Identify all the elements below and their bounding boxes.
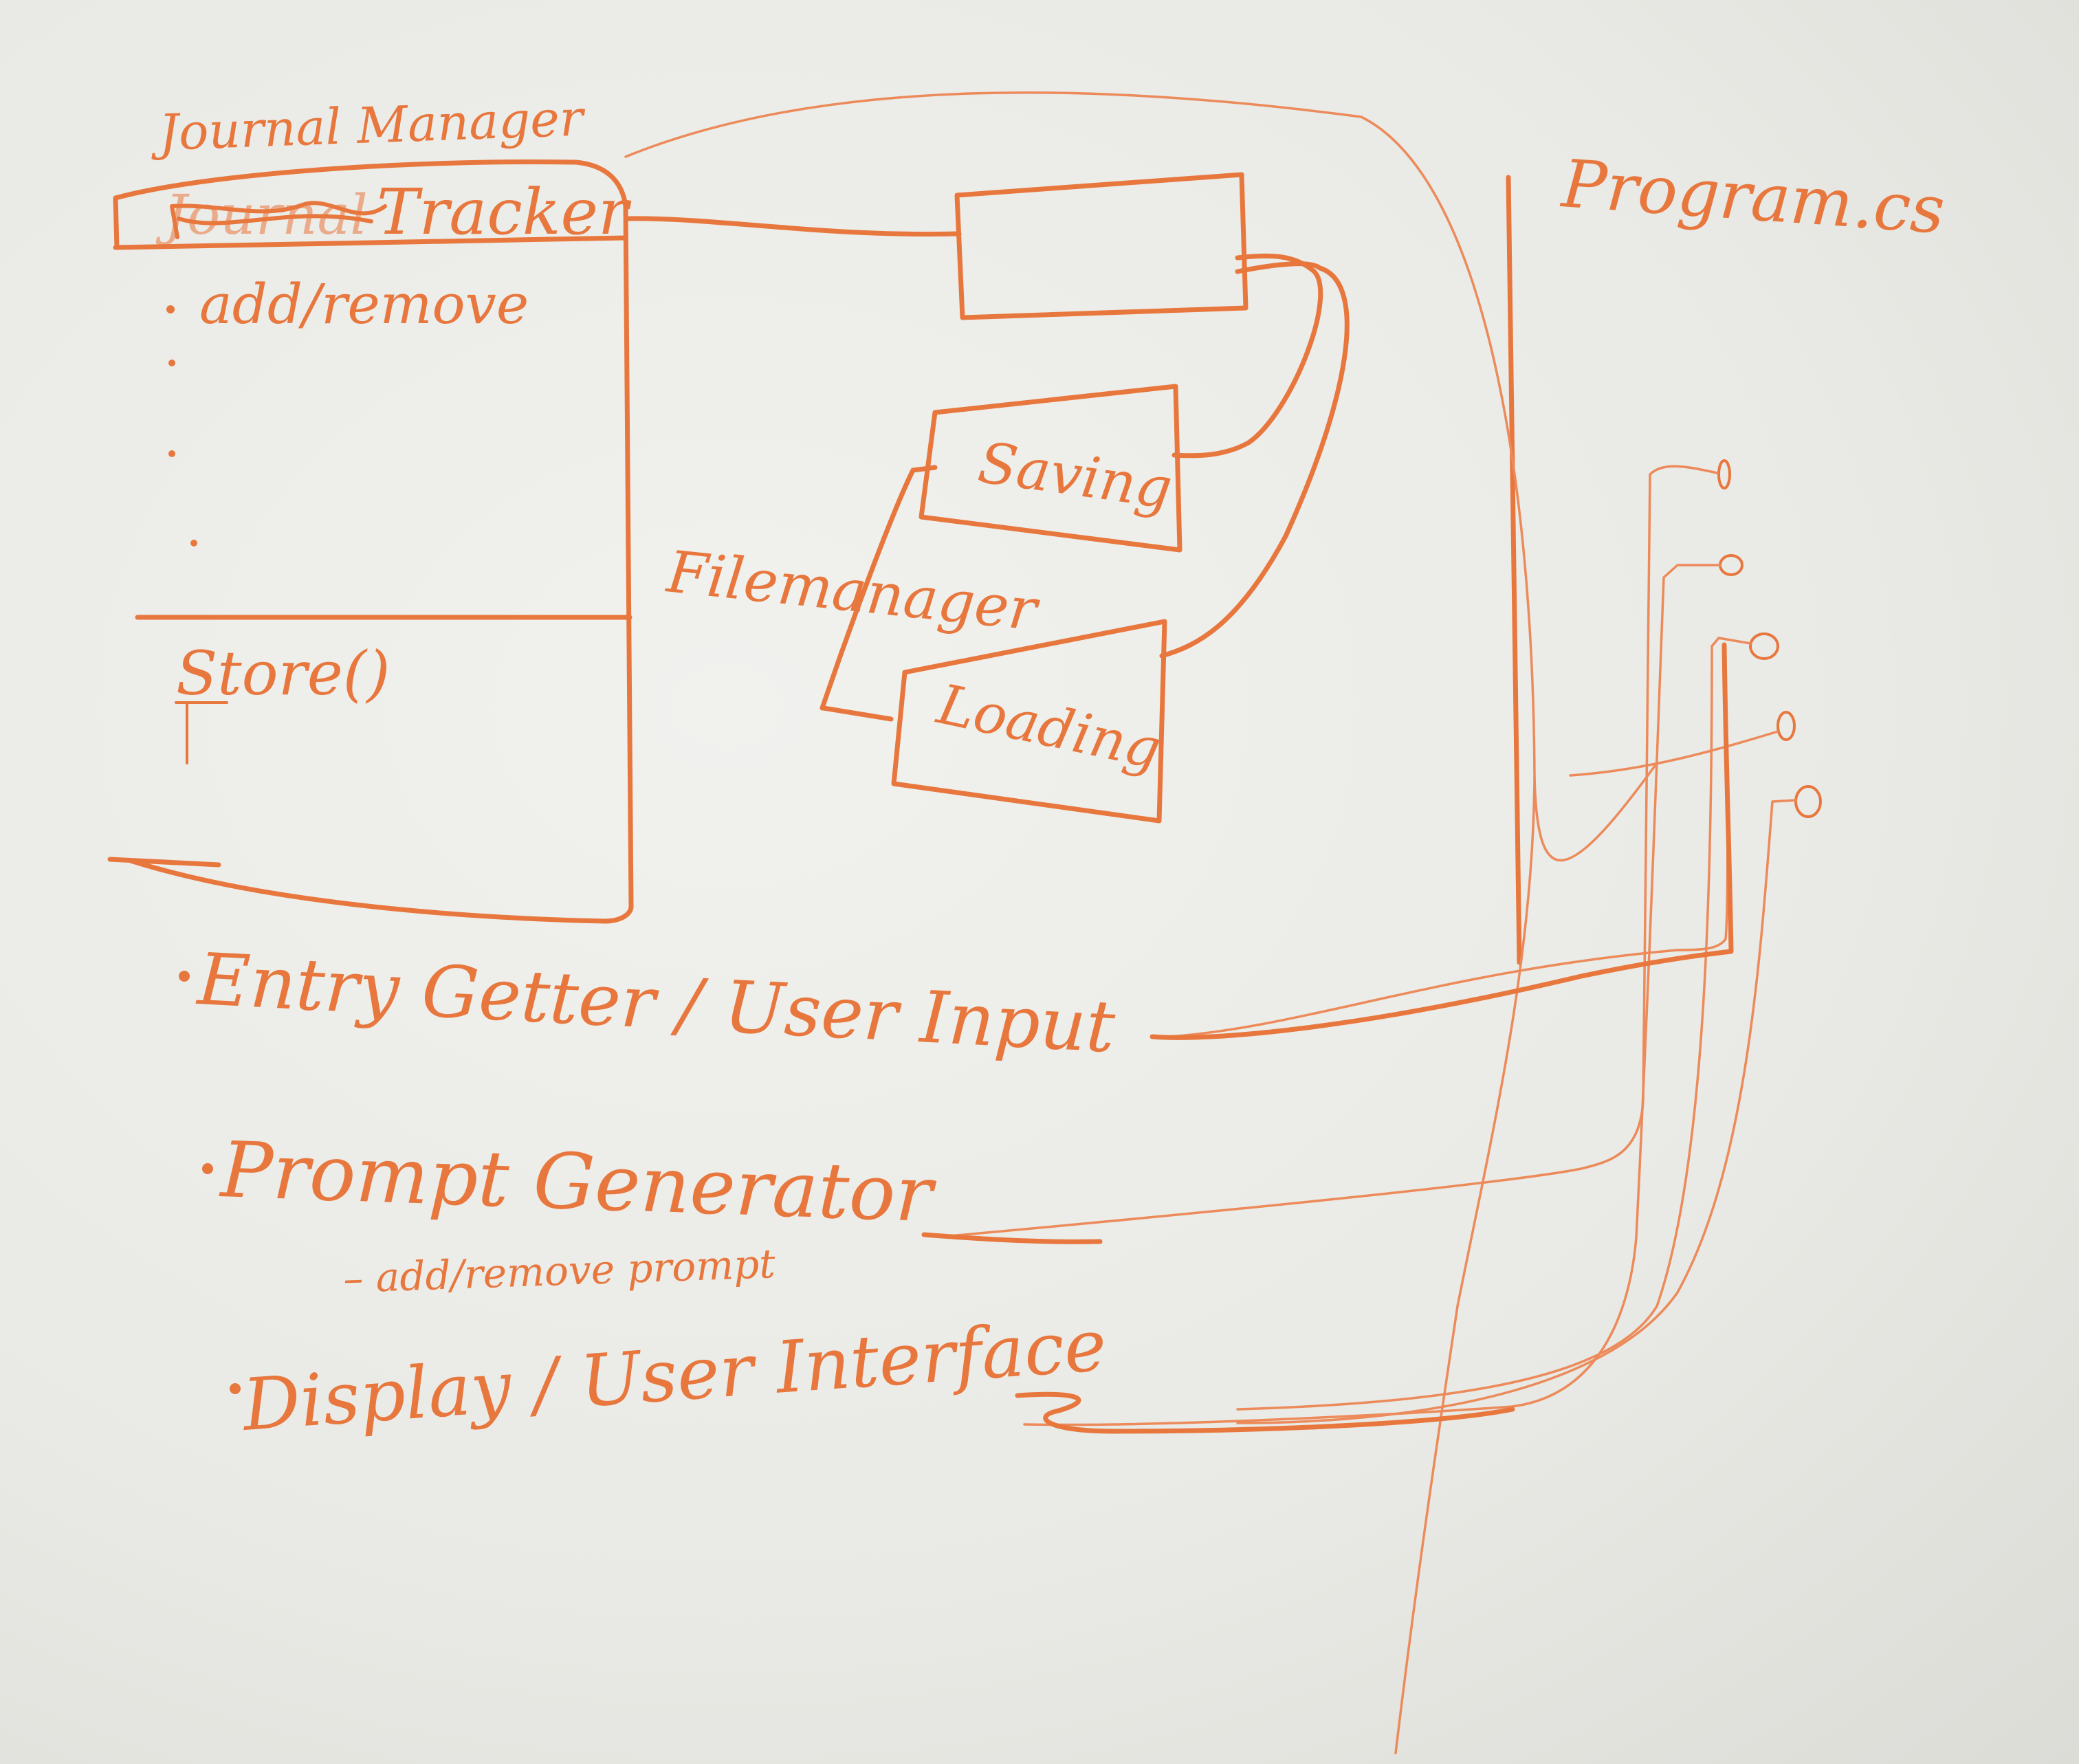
port-3-line: [1236, 637, 1752, 1411]
journal-manager-label: Journal Manager: [149, 89, 586, 162]
connector-tracker-to-filebox: [624, 216, 962, 237]
program-port-5: [1794, 785, 1822, 818]
port-4-line: [1569, 730, 1779, 777]
connector-filebox-to-saving: [1172, 253, 1323, 459]
struck-out-label: Journal: [155, 183, 368, 247]
port-1-line: [947, 465, 1719, 1237]
port-5-line: [1236, 799, 1797, 1424]
bullet-dot: [230, 1383, 241, 1394]
loading-box: [891, 619, 1167, 824]
display-ui-label: Display / User Interface: [239, 1303, 1109, 1447]
prompt-generator-label: Prompt Generator: [218, 1125, 938, 1239]
program-port-2: [1719, 554, 1744, 576]
add-remove-prompt-label: – add/remove prompt: [342, 1240, 776, 1302]
bullet-dot: [202, 1163, 213, 1174]
bullet-dot: [166, 305, 175, 313]
connector-display-ui: [1015, 1391, 1515, 1434]
store-label: Store(): [176, 638, 390, 709]
long-vertical-connector: [1394, 775, 1536, 1754]
tracker-label: Tracker: [377, 175, 632, 249]
program-port-4: [1776, 711, 1796, 741]
file-manager-empty-box: [954, 172, 1248, 320]
program-port-3: [1749, 632, 1779, 660]
connector-prompt-generator: [921, 1232, 1103, 1244]
file-manager-label: Filemanager: [663, 538, 1043, 644]
loading-label: Loading: [931, 672, 1167, 782]
program-divider-line: [1506, 175, 1522, 965]
class-box-left-edge: [113, 195, 120, 250]
bullet-dot: [179, 971, 190, 982]
program-port-1: [1717, 459, 1731, 489]
struck-out-text-scribble: [170, 201, 387, 239]
connector-entry-getter: [1150, 642, 1734, 1040]
bullet-dot: [168, 360, 175, 366]
add-remove-label: add/remove: [199, 272, 529, 336]
saving-box: [918, 384, 1182, 553]
class-box-bottom-line: [107, 857, 221, 868]
bullet-dot: [168, 450, 175, 457]
port-2-line: [1023, 564, 1722, 1426]
bullet-dot: [190, 540, 197, 547]
program-label: Program.cs: [1558, 145, 1947, 249]
class-box-header-divider: [113, 235, 628, 250]
file-manager-bracket: [820, 465, 938, 722]
connector-journal-manager-to-program: [624, 91, 1658, 862]
saving-label: Saving: [974, 430, 1176, 522]
connector-filebox-to-loading: [1159, 261, 1350, 659]
entry-getter-label: Entry Getter / User Input: [195, 937, 1117, 1069]
journal-manager-class-box: [113, 159, 634, 924]
